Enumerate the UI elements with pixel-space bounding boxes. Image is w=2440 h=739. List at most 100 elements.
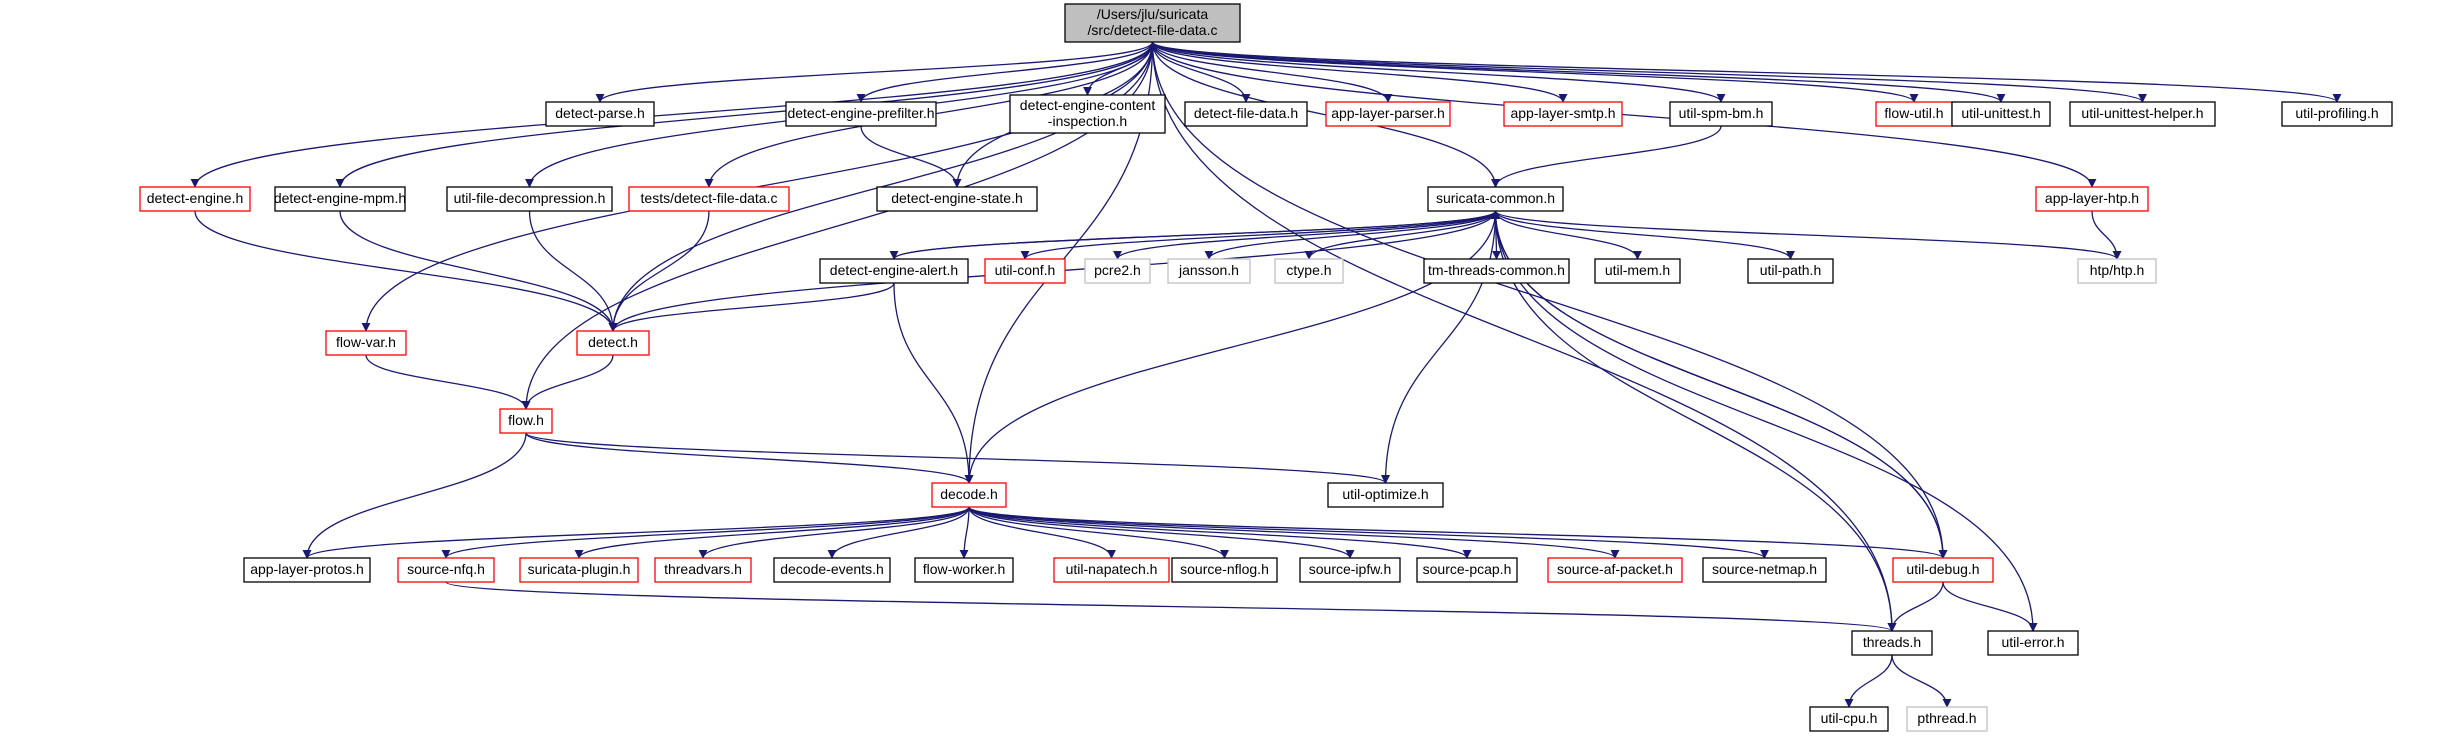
edges-layer — [190, 41, 2342, 708]
node-label-detect-engine-content: -inspection.h — [1048, 113, 1127, 129]
node-label-root: /src/detect-file-data.c — [1088, 22, 1218, 38]
node-tests-detect-file-data[interactable]: tests/detect-file-data.c — [628, 186, 790, 212]
node-box-util-path — [1747, 258, 1834, 284]
node-box-util-profiling — [2281, 101, 2393, 127]
node-util-debug[interactable]: util-debug.h — [1892, 557, 1994, 583]
edge-root-to-flow-util — [1151, 41, 1919, 103]
node-detect-engine-content[interactable]: detect-engine-content-inspection.h — [1009, 94, 1166, 134]
node-box-util-optimize — [1327, 482, 1444, 508]
edge-root-to-util-debug — [1151, 41, 1948, 559]
node-box-suricata-plugin — [519, 557, 639, 583]
node-source-nflog[interactable]: source-nflog.h — [1171, 557, 1278, 583]
node-source-pcap[interactable]: source-pcap.h — [1416, 557, 1518, 583]
node-suricata-common[interactable]: suricata-common.h — [1427, 186, 1564, 212]
node-label-util-spm-bm: util-spm-bm.h — [1679, 105, 1764, 121]
node-root[interactable]: /Users/jlu/suricata/src/detect-file-data… — [1064, 3, 1241, 43]
edge-suricata-common-to-ctype — [1304, 210, 1497, 260]
node-source-ipfw[interactable]: source-ipfw.h — [1299, 557, 1401, 583]
node-detect-file-data-h[interactable]: detect-file-data.h — [1184, 101, 1308, 127]
edge-flow-var-to-flow — [365, 354, 531, 410]
node-detect[interactable]: detect.h — [576, 330, 650, 356]
edge-source-nfq-to-threads — [445, 581, 1897, 632]
edge-threads-to-util-cpu — [1844, 654, 1893, 708]
node-htp-htp[interactable]: htp/htp.h — [2077, 258, 2157, 284]
node-box-app-layer-protos — [243, 557, 371, 583]
node-box-root — [1064, 3, 1241, 43]
node-util-conf[interactable]: util-conf.h — [984, 258, 1066, 284]
node-box-tests-detect-file-data — [628, 186, 790, 212]
edge-detect-engine-mpm-to-detect — [339, 210, 618, 332]
edge-root-to-detect-parse — [595, 41, 1154, 103]
node-detect-engine-alert[interactable]: detect-engine-alert.h — [819, 258, 969, 284]
edge-decode-to-suricata-common — [968, 210, 1500, 484]
node-flow-var[interactable]: flow-var.h — [325, 330, 407, 356]
node-label-source-nflog: source-nflog.h — [1180, 561, 1269, 577]
node-label-tests-detect-file-data: tests/detect-file-data.c — [641, 190, 778, 206]
node-util-unittest[interactable]: util-unittest.h — [1951, 101, 2051, 127]
node-box-decode-events — [773, 557, 891, 583]
node-util-unittest-helper[interactable]: util-unittest-helper.h — [2069, 101, 2216, 127]
node-box-flow-var — [325, 330, 407, 356]
node-pthread[interactable]: pthread.h — [1906, 706, 1988, 732]
node-detect-engine-state[interactable]: detect-engine-state.h — [876, 186, 1038, 212]
node-detect-engine-mpm[interactable]: detect-engine-mpm.h — [274, 186, 406, 212]
node-source-nfq[interactable]: source-nfq.h — [397, 557, 495, 583]
node-box-decode — [931, 482, 1007, 508]
node-util-mem[interactable]: util-mem.h — [1594, 258, 1681, 284]
node-flow-util[interactable]: flow-util.h — [1875, 101, 1953, 127]
node-jansson[interactable]: jansson.h — [1167, 258, 1251, 284]
node-source-af-packet[interactable]: source-af-packet.h — [1547, 557, 1683, 583]
edge-suricata-common-to-util-path — [1494, 210, 1795, 260]
node-decode-events[interactable]: decode-events.h — [773, 557, 891, 583]
node-tm-threads-common[interactable]: tm-threads-common.h — [1423, 258, 1570, 284]
node-box-suricata-common — [1427, 186, 1564, 212]
node-label-source-nfq: source-nfq.h — [407, 561, 485, 577]
node-util-path[interactable]: util-path.h — [1747, 258, 1834, 284]
node-app-layer-smtp[interactable]: app-layer-smtp.h — [1503, 101, 1623, 127]
node-detect-engine[interactable]: detect-engine.h — [139, 186, 251, 212]
node-detect-engine-prefilter[interactable]: detect-engine-prefilter.h — [785, 101, 937, 127]
edge-threads-to-pthread — [1891, 654, 1952, 708]
edge-root-to-util-unittest-helper — [1151, 41, 2147, 103]
node-util-optimize[interactable]: util-optimize.h — [1327, 482, 1444, 508]
node-util-napatech[interactable]: util-napatech.h — [1053, 557, 1170, 583]
node-detect-parse[interactable]: detect-parse.h — [545, 101, 655, 127]
node-app-layer-parser[interactable]: app-layer-parser.h — [1325, 101, 1451, 127]
node-label-source-netmap: source-netmap.h — [1712, 561, 1817, 577]
node-box-util-napatech — [1053, 557, 1170, 583]
node-flow[interactable]: flow.h — [499, 408, 553, 434]
node-box-util-error — [1987, 630, 2079, 656]
edge-suricata-common-to-util-conf — [1020, 210, 1497, 260]
node-box-source-netmap — [1702, 557, 1827, 583]
node-decode[interactable]: decode.h — [931, 482, 1007, 508]
edge-suricata-common-to-jansson — [1204, 210, 1497, 260]
node-box-detect-parse — [545, 101, 655, 127]
node-util-file-decompression[interactable]: util-file-decompression.h — [446, 186, 613, 212]
node-app-layer-htp[interactable]: app-layer-htp.h — [2035, 186, 2149, 212]
node-box-source-ipfw — [1299, 557, 1401, 583]
node-util-profiling[interactable]: util-profiling.h — [2281, 101, 2393, 127]
node-util-error[interactable]: util-error.h — [1987, 630, 2079, 656]
edge-decode-to-source-nfq — [441, 506, 970, 559]
node-util-spm-bm[interactable]: util-spm-bm.h — [1669, 101, 1773, 127]
node-source-netmap[interactable]: source-netmap.h — [1702, 557, 1827, 583]
node-pcre2[interactable]: pcre2.h — [1084, 258, 1151, 284]
node-ctype[interactable]: ctype.h — [1274, 258, 1344, 284]
edge-decode-to-app-layer-protos — [302, 506, 970, 559]
node-app-layer-protos[interactable]: app-layer-protos.h — [243, 557, 371, 583]
node-box-source-af-packet — [1547, 557, 1683, 583]
edge-flow-to-app-layer-protos — [302, 432, 527, 559]
edge-root-to-suricata-common — [1151, 41, 1500, 188]
node-label-util-file-decompression: util-file-decompression.h — [454, 190, 606, 206]
node-label-source-af-packet: source-af-packet.h — [1557, 561, 1673, 577]
node-flow-worker[interactable]: flow-worker.h — [914, 557, 1014, 583]
node-label-flow-var: flow-var.h — [336, 334, 396, 350]
node-label-detect: detect.h — [588, 334, 638, 350]
node-threads[interactable]: threads.h — [1851, 630, 1933, 656]
node-threadvars[interactable]: threadvars.h — [654, 557, 752, 583]
edge-suricata-common-to-pcre2 — [1113, 210, 1497, 260]
edge-detect-engine-alert-to-detect — [608, 282, 895, 332]
node-util-cpu[interactable]: util-cpu.h — [1809, 706, 1889, 732]
node-suricata-plugin[interactable]: suricata-plugin.h — [519, 557, 639, 583]
